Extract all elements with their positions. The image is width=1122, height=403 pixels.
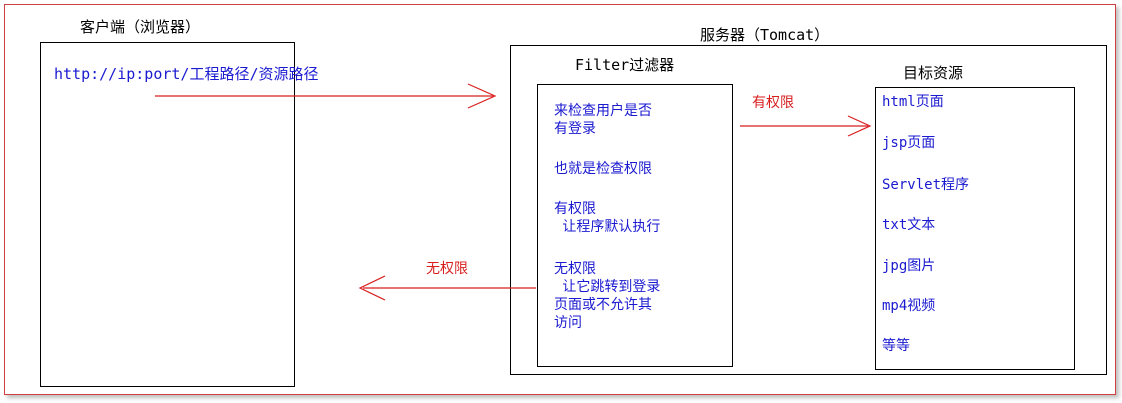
filter-title: Filter过滤器 — [575, 56, 675, 74]
resources-box — [875, 87, 1075, 370]
filter-text-has-permission: 有权限 让程序默认执行 — [554, 201, 661, 235]
server-title: 服务器（Tomcat） — [700, 26, 830, 44]
resource-item: 等等 — [882, 338, 910, 354]
resources-title: 目标资源 — [903, 64, 964, 82]
filter-text-check-permission: 也就是检查权限 — [554, 161, 652, 177]
client-box — [40, 42, 295, 387]
edge-label-has-permission: 有权限 — [752, 95, 794, 111]
arrow-filter-to-resources — [740, 115, 872, 137]
server-box — [510, 45, 1107, 375]
resource-item: jpg图片 — [882, 258, 936, 274]
client-title: 客户端（浏览器） — [80, 18, 201, 36]
filter-text-no-permission: 无权限 让它跳转到登录 页面或不允许其 访问 — [554, 261, 661, 331]
resource-item: jsp页面 — [882, 135, 936, 151]
edge-label-no-permission: 无权限 — [426, 261, 468, 277]
diagram-frame — [4, 4, 1116, 395]
filter-text-check-login: 来检查用户是否 有登录 — [554, 103, 652, 137]
arrow-request-to-filter — [155, 83, 497, 109]
resource-item: txt文本 — [882, 217, 936, 233]
arrow-filter-to-client — [358, 275, 536, 301]
resource-item: html页面 — [882, 94, 944, 110]
request-url: http://ip:port/工程路径/资源路径 — [54, 65, 319, 83]
resource-item: Servlet程序 — [882, 177, 970, 193]
filter-box — [537, 84, 733, 367]
resource-item: mp4视频 — [882, 298, 936, 314]
